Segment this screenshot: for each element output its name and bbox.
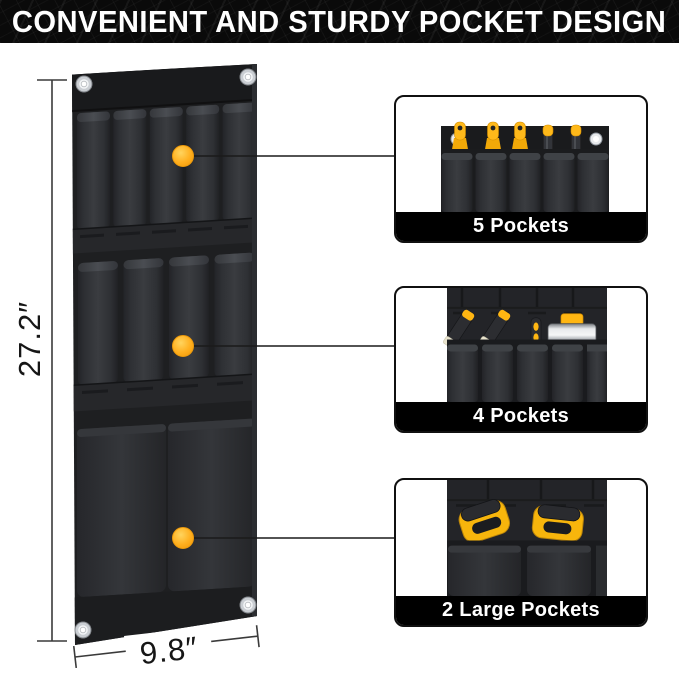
connector-line (192, 155, 398, 539)
height-measure-line (37, 79, 67, 642)
pocket-row-2-large (77, 418, 255, 597)
pocket-tubes (441, 149, 609, 212)
callout-label-bar: 2 Large Pockets (396, 596, 646, 625)
screwdriver-icon (542, 124, 582, 160)
pocket-row-5 (77, 102, 256, 230)
callout-label-bar: 5 Pockets (396, 212, 646, 241)
callout-card-4-pockets: 4 Pockets (394, 286, 648, 433)
callout-photo-2-large-pockets (396, 480, 646, 596)
grommet-icon (74, 68, 257, 639)
banner: CONVENIENT AND STURDY POCKET DESIGN (0, 0, 679, 43)
callout-photo-5-pockets (396, 97, 646, 212)
callout-card-2-large-pockets: 2 Large Pockets (394, 478, 648, 627)
callout-label-bar: 4 Pockets (396, 402, 646, 431)
callout-dot-icon (172, 145, 194, 549)
callout-label: 2 Large Pockets (442, 599, 600, 621)
height-measurement-label: 27.2″ (12, 300, 47, 378)
callout-label: 4 Pockets (472, 405, 570, 427)
organizer-panel (72, 64, 257, 645)
pocket-tubes (447, 339, 607, 402)
callout-photo-4-pockets (396, 288, 646, 402)
callout-card-5-pockets: 5 Pockets (394, 95, 648, 243)
saw-handle-icon (458, 499, 584, 543)
callout-label: 5 Pockets (472, 215, 570, 237)
large-pockets (447, 540, 607, 596)
banner-title: CONVENIENT AND STURDY POCKET DESIGN (12, 3, 667, 39)
